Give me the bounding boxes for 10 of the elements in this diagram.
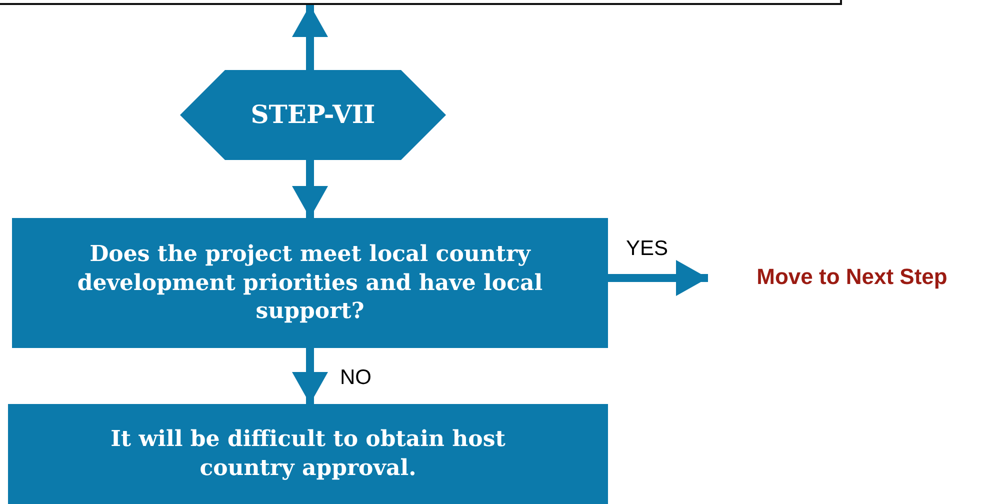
box-text: It will be difficult to obtain host country approval. (110, 425, 506, 483)
outcome-text: Move to Next Step (756, 262, 948, 291)
process-box (8, 404, 608, 504)
arrow (608, 260, 708, 296)
step-label: STEP-VII (250, 98, 376, 131)
arrow (292, 348, 328, 404)
box-text: Does the project meet local country development priorities and have local support? (76, 240, 544, 326)
arrow (292, 160, 328, 218)
process-box (12, 218, 608, 348)
arrow (292, 5, 328, 70)
